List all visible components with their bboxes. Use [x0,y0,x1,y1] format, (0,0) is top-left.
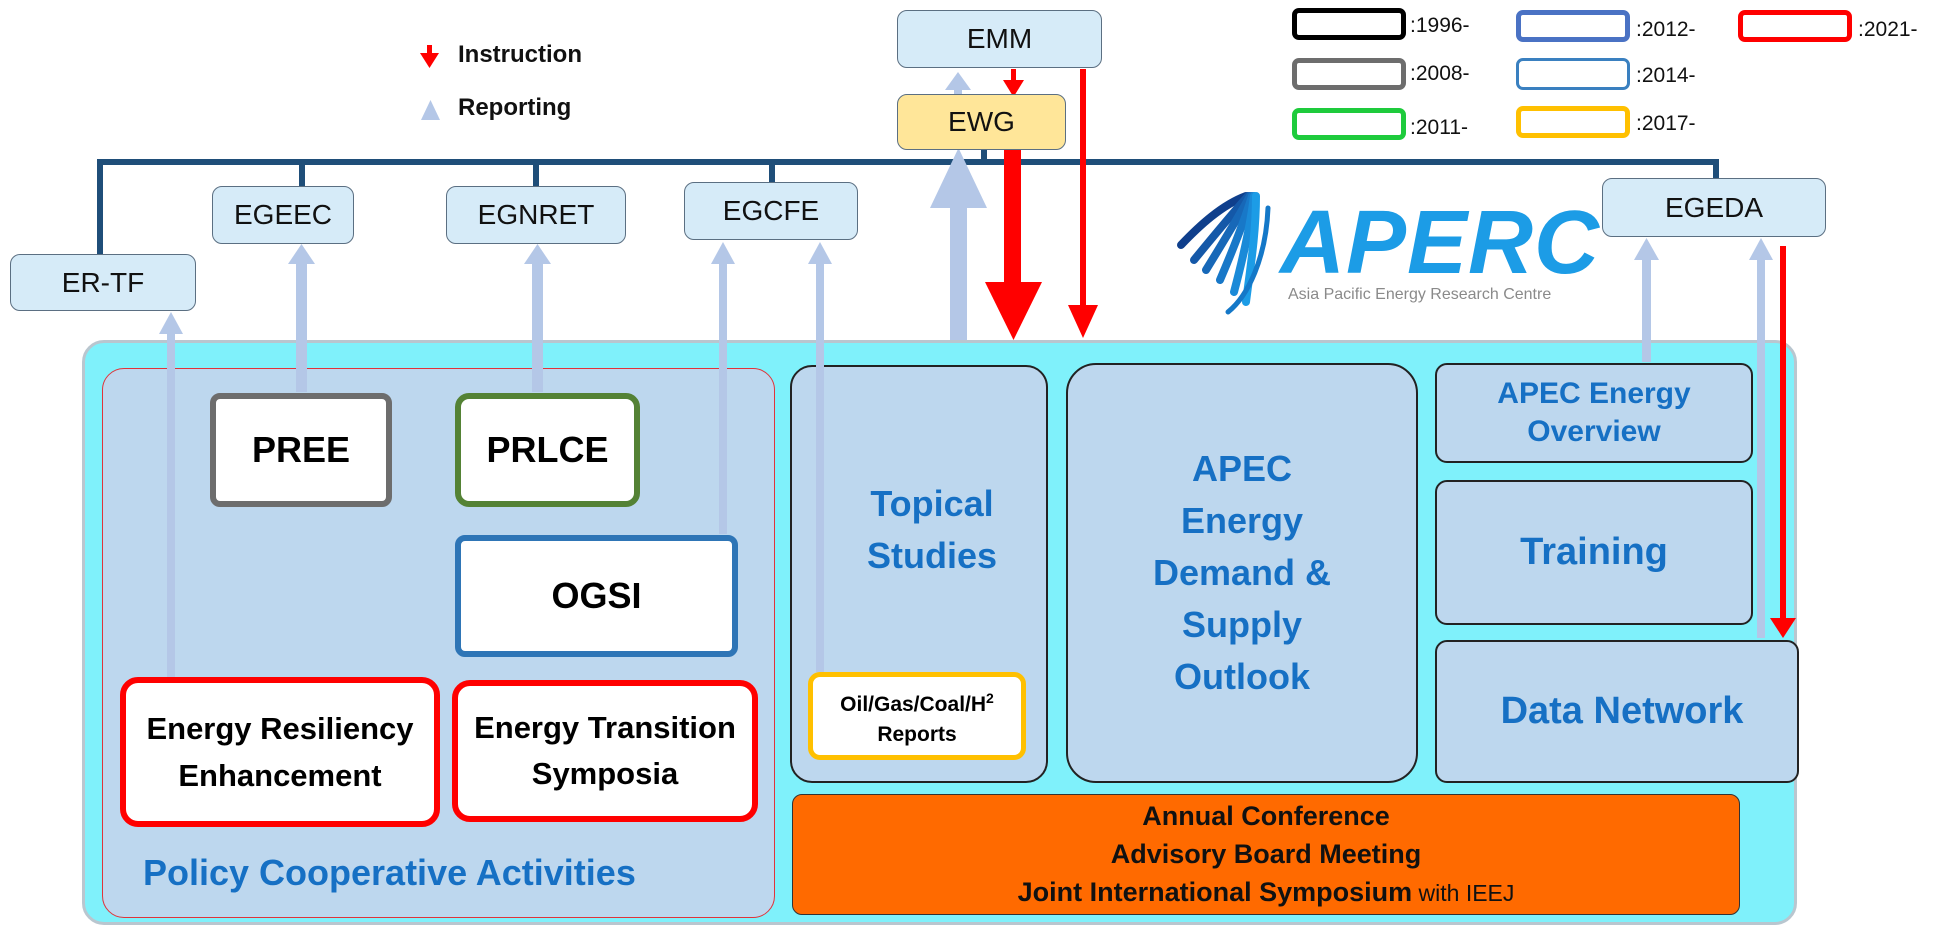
legend-swatch-2017 [1516,106,1630,138]
advisory-board-meeting: Advisory Board Meeting [1110,839,1422,869]
fuel-reports-line2: Reports [877,722,957,746]
aperc-logo-text: APERC [1280,193,1601,293]
egcfe-box: EGCFE [684,182,858,240]
egnret-box: EGNRET [446,186,626,244]
legend-swatch-2014 [1516,58,1630,90]
legend-label-2008: :2008- [1410,62,1470,85]
reporting-arrows [159,72,1773,680]
aperc-logo-mark [1177,192,1271,315]
legend-swatch-2011 [1292,108,1406,140]
data-network-panel: Data Network [1435,640,1799,783]
joint-symposium-suffix: with IEEJ [1412,880,1515,906]
fuel-reports-box: Oil/Gas/Coal/H2 Reports [808,672,1026,760]
legend-swatch-1996 [1292,8,1406,40]
legend-instruction-label: Instruction [458,41,582,68]
outlook-panel: APEC Energy Demand & Supply Outlook [1066,363,1418,783]
topical-studies-label: Topical Studies [866,483,998,576]
legend-reporting-label: Reporting [458,94,572,121]
joint-symposium: Joint International Symposium with IEEJ [1017,877,1515,907]
energy-overview-panel: APEC Energy Overview [1435,363,1753,463]
legend-swatch-2012 [1516,10,1630,42]
ewg-box: EWG [897,94,1066,150]
emm-box: EMM [897,10,1102,68]
legend-swatch-2008 [1292,58,1406,90]
fuel-reports-title: Oil/Gas/Coal/H2 [840,689,994,716]
events-bar: Annual Conference Advisory Board Meeting… [792,794,1740,915]
legend-reporting-arrow [421,100,440,120]
energy-transition-box: Energy Transition Symposia [452,680,758,822]
legend-instruction-arrow [420,45,439,68]
annual-conference: Annual Conference [1142,801,1390,831]
er-tf-box: ER-TF [10,254,196,311]
instruction-arrows [985,69,1796,638]
legend-label-2012: :2012- [1636,18,1696,41]
aperc-tagline: Asia Pacific Energy Research Centre [1288,286,1552,303]
energy-resiliency-box: Energy Resiliency Enhancement [120,677,440,827]
legend-label-2017: :2017- [1636,112,1696,135]
hydrogen-subscript: 2 [986,689,994,706]
legend-label-2011: :2011- [1410,116,1468,139]
legend-swatch-2021 [1738,10,1852,42]
policy-cooperative-title: Policy Cooperative Activities [143,852,636,893]
ogsi-box: OGSI [455,535,738,657]
legend-label-2014: :2014- [1636,64,1696,87]
training-panel: Training [1435,480,1753,625]
prlce-box: PRLCE [455,393,640,507]
legend-label-1996: :1996- [1410,14,1470,37]
egeda-box: EGEDA [1602,178,1826,237]
pree-box: PREE [210,393,392,507]
egeec-box: EGEEC [212,186,354,244]
legend-label-2021: :2021- [1858,18,1918,41]
